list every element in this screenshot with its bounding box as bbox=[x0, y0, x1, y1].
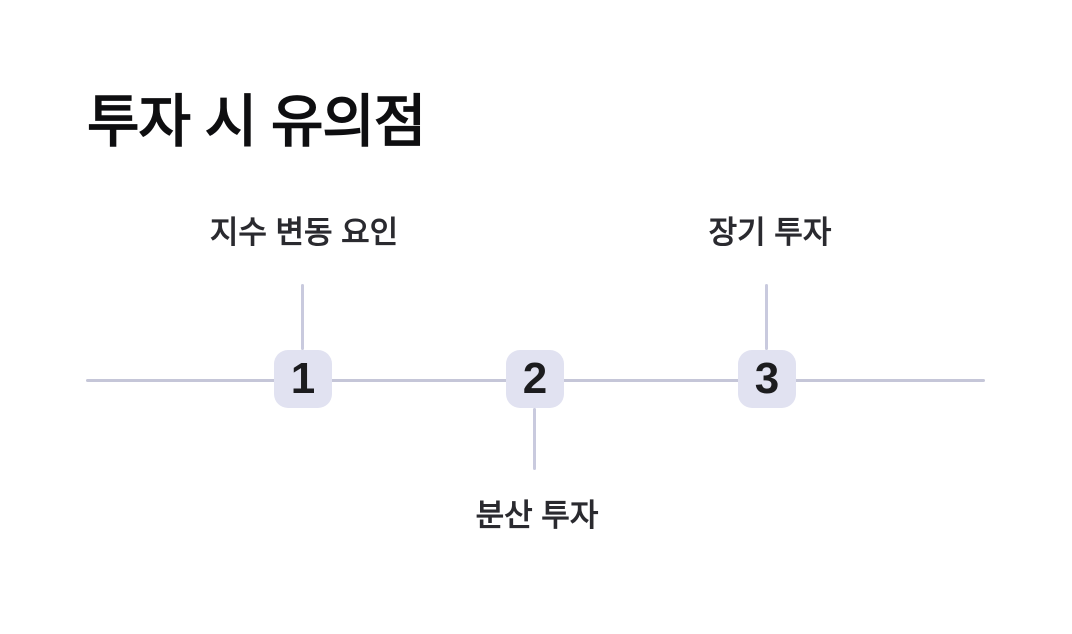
milestone-label-1: 지수 변동 요인 bbox=[209, 215, 399, 250]
milestone-connector-3 bbox=[765, 284, 768, 350]
milestone-connector-2 bbox=[533, 408, 536, 470]
milestone-number-2: 2 bbox=[522, 354, 548, 403]
milestone-label-2: 분산 투자 bbox=[475, 498, 599, 533]
milestone-label-3: 장기 투자 bbox=[708, 215, 832, 250]
milestone-node-3: 3 bbox=[738, 350, 796, 408]
milestone-node-2: 2 bbox=[506, 350, 564, 408]
milestone-connector-1 bbox=[301, 284, 304, 350]
milestone-node-1: 1 bbox=[274, 350, 332, 408]
page-title: 투자 시 유의점 bbox=[87, 90, 426, 154]
milestone-number-3: 3 bbox=[754, 354, 780, 403]
milestone-number-1: 1 bbox=[290, 354, 316, 403]
